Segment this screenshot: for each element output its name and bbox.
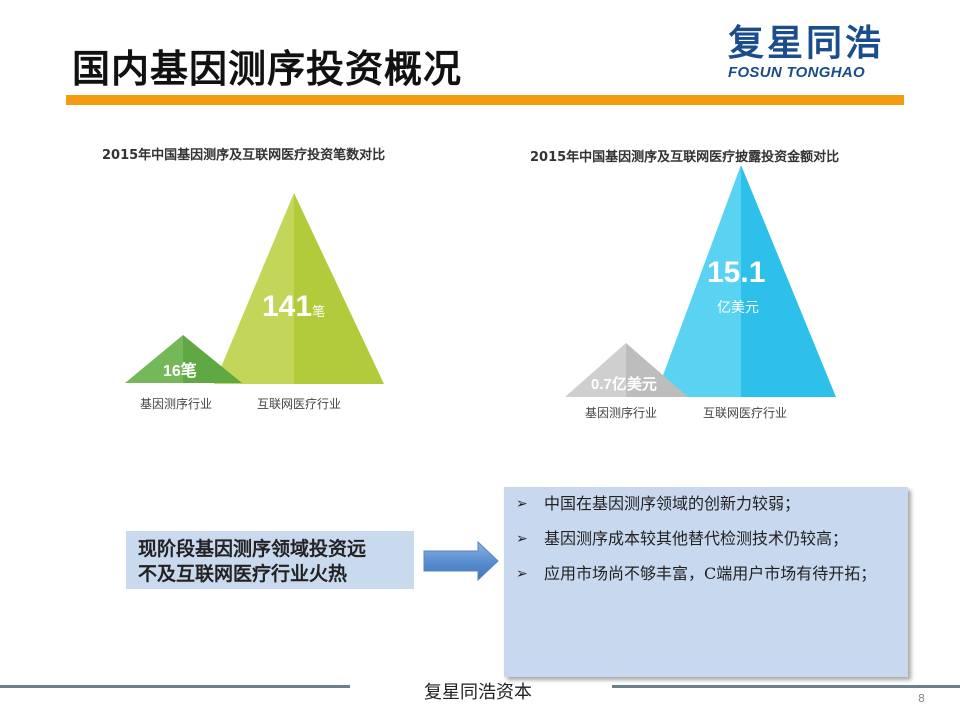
- slide-title: 国内基因测序投资概况: [72, 47, 463, 91]
- fosun-tonghao-logo: 复星同浩 FOSUN TONGHAO: [728, 23, 903, 82]
- small-triangle-right-face: [626, 343, 688, 397]
- right-big-value: 15.1: [707, 256, 766, 289]
- left-chart-title: 2015年中国基因测序及互联网医疗投资笔数对比: [102, 148, 386, 163]
- logo-en-text: FOSUN TONGHAO: [728, 64, 865, 81]
- accent-divider: [66, 95, 904, 105]
- footer-line-left: [0, 685, 350, 688]
- big-triangle-left-face: [214, 193, 294, 384]
- reason-text: 中国在基因测序领域的创新力较弱；: [544, 494, 801, 513]
- small-triangle-right-face: [183, 335, 242, 383]
- right-triangle-chart: [565, 165, 836, 397]
- summary-box: 现阶段基因测序领域投资远 不及互联网医疗行业火热: [126, 531, 414, 589]
- right-arrow-icon: [423, 541, 499, 581]
- big-triangle-right-face: [294, 193, 384, 384]
- small-triangle-left-face: [125, 335, 183, 383]
- right-chart-title: 2015年中国基因测序及互联网医疗披露投资金额对比: [530, 150, 840, 165]
- left-triangle-chart: [125, 193, 384, 384]
- reason-text: 基因测序成本较其他替代检测技术仍较高；: [544, 529, 849, 548]
- logo-cn-text: 复星同浩: [728, 23, 885, 64]
- right-big-unit: 亿美元: [717, 300, 759, 316]
- reason-item: ➢ 中国在基因测序领域的创新力较弱；: [516, 493, 898, 515]
- bullet-arrow-icon: ➢: [516, 531, 528, 547]
- right-cat-big: 互联网医疗行业: [703, 406, 788, 420]
- bullet-arrow-icon: ➢: [516, 566, 528, 582]
- left-cat-big: 互联网医疗行业: [257, 397, 342, 411]
- reason-item: ➢ 基因测序成本较其他替代检测技术仍较高；: [516, 528, 898, 550]
- summary-line-2: 不及互联网医疗行业火热: [138, 563, 348, 585]
- left-big-value: 141笔: [262, 290, 326, 323]
- left-small-value: 16笔: [163, 363, 197, 380]
- footer-line-right: [612, 685, 960, 688]
- big-triangle-right-face: [741, 165, 836, 397]
- footer-company: 复星同浩资本: [424, 682, 532, 703]
- left-cat-small: 基因测序行业: [140, 397, 213, 411]
- small-triangle-left-face: [565, 343, 626, 397]
- bullet-arrow-icon: ➢: [516, 496, 528, 512]
- reason-text: 应用市场尚不够丰富，C端用户市场有待开拓；: [544, 564, 877, 583]
- big-triangle-left-face: [655, 165, 741, 397]
- right-cat-small: 基因测序行业: [585, 406, 658, 420]
- summary-line-1: 现阶段基因测序领域投资远: [138, 538, 367, 560]
- page-number: 8: [918, 692, 925, 705]
- right-small-value: 0.7亿美元: [591, 376, 657, 393]
- reasons-box: ➢ 中国在基因测序领域的创新力较弱； ➢ 基因测序成本较其他替代检测技术仍较高；…: [504, 487, 908, 677]
- reason-item: ➢ 应用市场尚不够丰富，C端用户市场有待开拓；: [516, 563, 898, 585]
